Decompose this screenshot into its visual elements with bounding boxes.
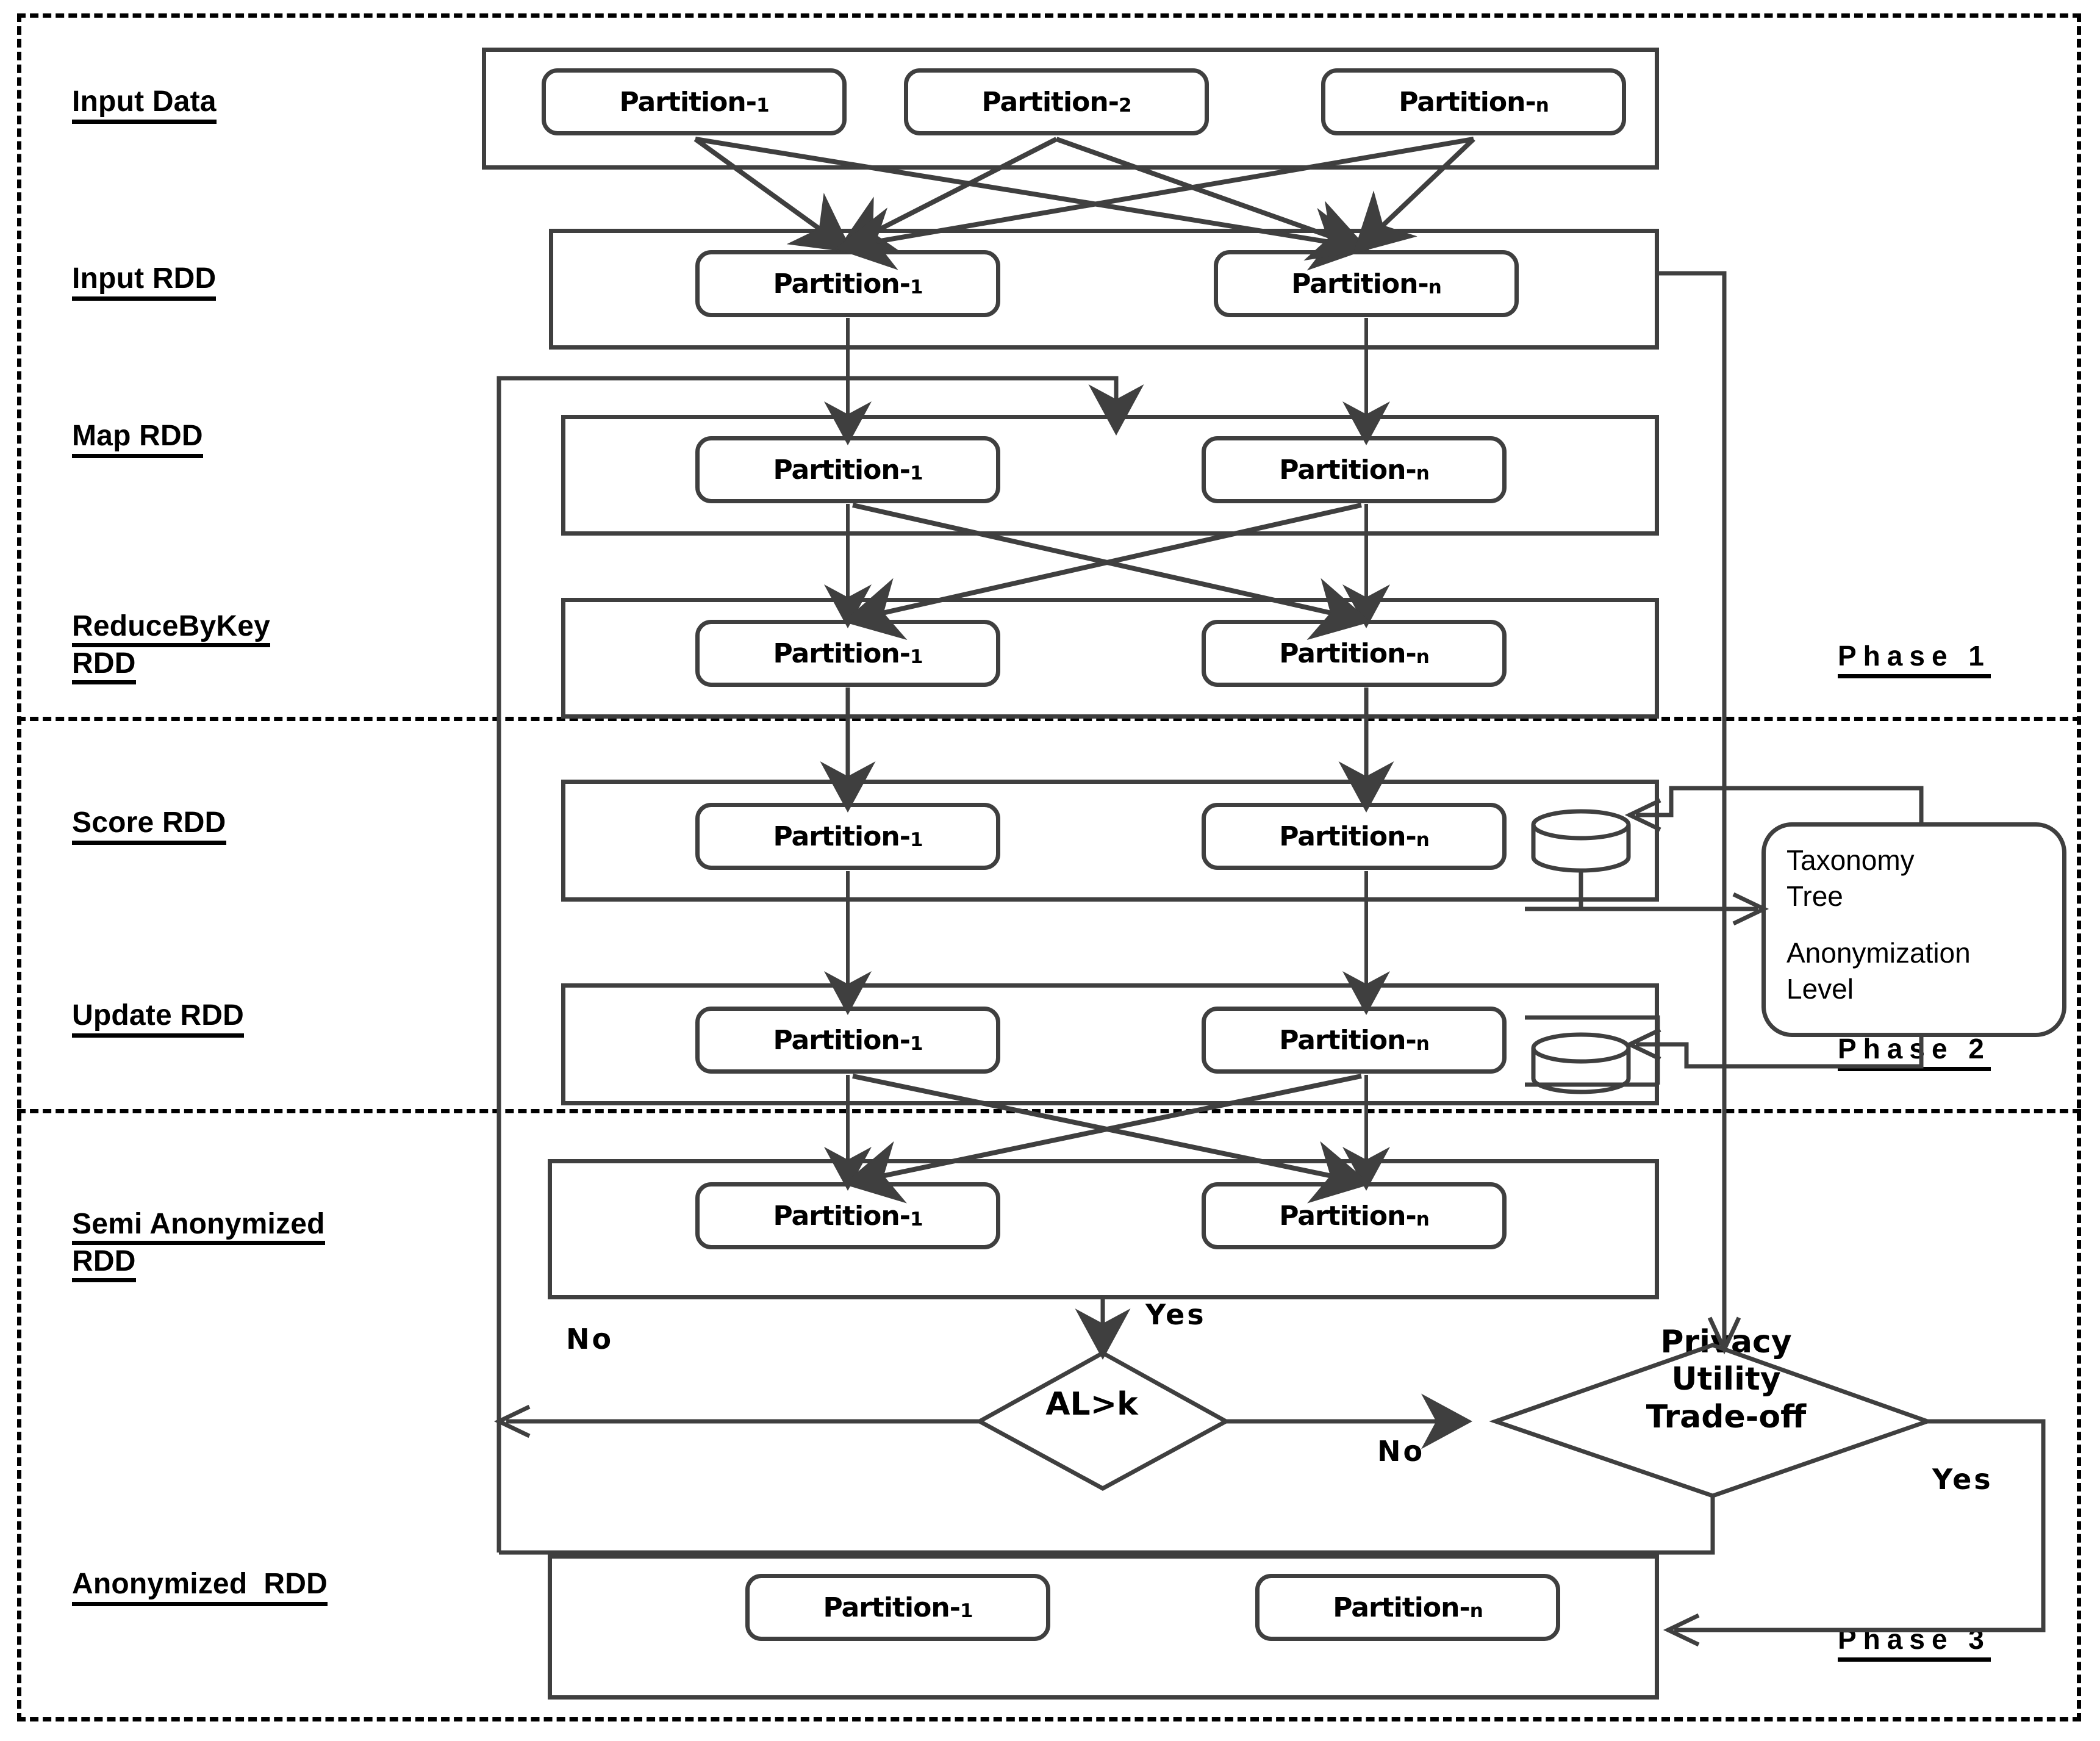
taxonomy-tree-label: Taxonomy Tree [1786, 844, 1915, 912]
chip-map-rdd-p1[interactable]: Partition-1 [695, 436, 1000, 503]
decision-privacy-tradeoff-label: Privacy Utility Trade-off [1646, 1324, 1807, 1435]
row-container-anonymized-rdd [548, 1554, 1659, 1700]
edge-label-trade-no: No [1377, 1435, 1425, 1468]
chip-score-rdd-p1[interactable]: Partition-1 [695, 803, 1000, 870]
taxonomy-anonymization-panel[interactable]: Taxonomy Tree Anonymization Level [1761, 822, 2066, 1037]
phase-3-tag: Phase 3 [1838, 1623, 1991, 1662]
row-label-input-rdd: Input RDD [72, 262, 217, 301]
chip-reducebykey-rdd-pn[interactable]: Partition-n [1202, 620, 1507, 687]
chip-input-data-p1[interactable]: Partition-1 [542, 68, 847, 135]
phase-2-tag: Phase 2 [1838, 1032, 1991, 1071]
chip-score-rdd-pn[interactable]: Partition-n [1202, 803, 1507, 870]
chip-input-rdd-p1[interactable]: Partition-1 [695, 250, 1000, 317]
row-label-anonymized-rdd: Anonymized RDD [72, 1568, 328, 1606]
edge-label-trade-yes: Yes [1932, 1463, 1993, 1496]
phase-1-tag: Phase 1 [1838, 639, 1991, 678]
chip-input-rdd-pn[interactable]: Partition-n [1214, 250, 1519, 317]
row-label-input-data: Input Data [72, 85, 217, 124]
row-label-score-rdd: Score RDD [72, 806, 226, 845]
outer-dashed-frame [17, 13, 2081, 1721]
anonymization-level-label: Anonymization Level [1786, 936, 1971, 1005]
chip-semi-anon-rdd-p1[interactable]: Partition-1 [695, 1182, 1000, 1249]
chip-anonymized-rdd-pn[interactable]: Partition-n [1255, 1574, 1560, 1641]
chip-map-rdd-pn[interactable]: Partition-n [1202, 436, 1507, 503]
chip-semi-anon-rdd-pn[interactable]: Partition-n [1202, 1182, 1507, 1249]
chip-input-data-p2[interactable]: Partition-2 [904, 68, 1209, 135]
phase-2-3-divider [17, 1109, 2081, 1113]
chip-reducebykey-rdd-p1[interactable]: Partition-1 [695, 620, 1000, 687]
row-label-update-rdd: Update RDD [72, 999, 245, 1038]
row-label-map-rdd: Map RDD [72, 420, 203, 458]
decision-al-gt-k-label: AL>k [1045, 1386, 1138, 1423]
chip-anonymized-rdd-p1[interactable]: Partition-1 [745, 1574, 1050, 1641]
edge-label-al-yes: Yes [1145, 1298, 1206, 1331]
chip-update-rdd-pn[interactable]: Partition-n [1202, 1007, 1507, 1074]
chip-update-rdd-p1[interactable]: Partition-1 [695, 1007, 1000, 1074]
edge-label-al-no: No [566, 1323, 614, 1355]
chip-input-data-pn[interactable]: Partition-n [1321, 68, 1626, 135]
